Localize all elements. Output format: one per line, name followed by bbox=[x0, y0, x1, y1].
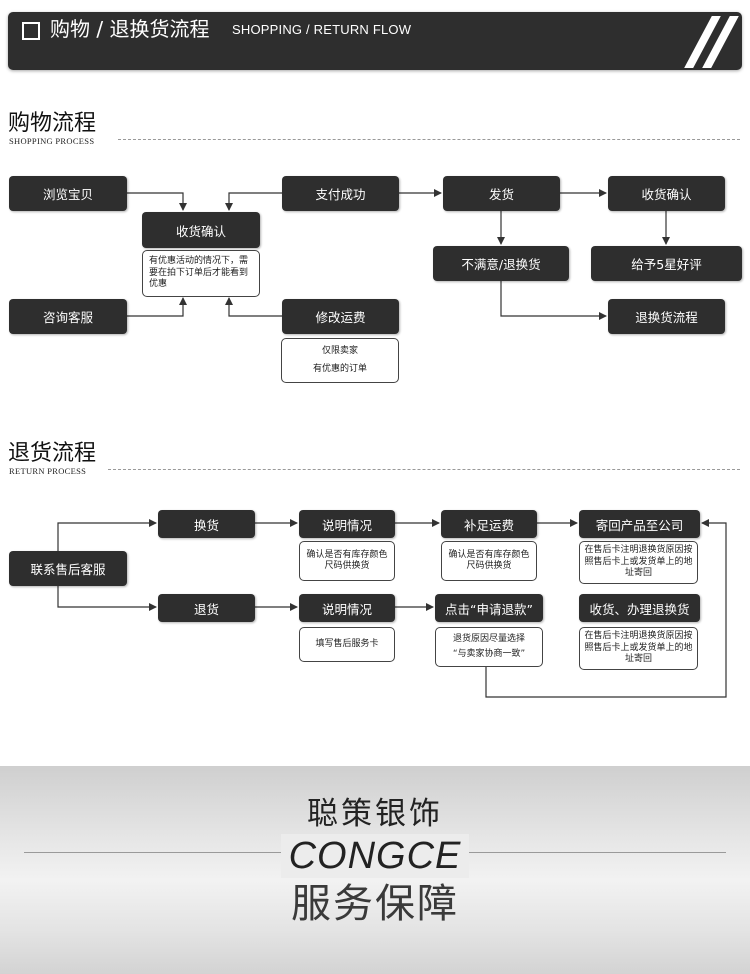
promo-note: 有优惠活动的情况下，需要在拍下订单后才能看到优惠 bbox=[142, 250, 260, 297]
arrow-unsatisfied-to-returnflow bbox=[500, 281, 607, 320]
stock-note-1: 确认是否有库存颜色尺码供换货 bbox=[299, 541, 395, 581]
limit-note-line1: 仅限卖家 bbox=[321, 346, 358, 356]
unsatisfied-box: 不满意/退换货 bbox=[433, 246, 569, 281]
add-fee-box: 补足运费 bbox=[441, 510, 537, 538]
return-section-title: 退货流程 bbox=[8, 441, 97, 466]
pay-success-box: 支付成功 bbox=[282, 176, 399, 211]
square-icon bbox=[22, 22, 40, 40]
shopping-section-title: 购物流程 bbox=[8, 111, 97, 136]
explain-box-1: 说明情况 bbox=[299, 510, 395, 538]
modify-fee-box: 修改运费 bbox=[282, 299, 399, 334]
confirm-receipt-box: 收货确认 bbox=[142, 212, 260, 248]
ship-box: 发货 bbox=[443, 176, 560, 211]
receive-confirm-box: 收货确认 bbox=[608, 176, 725, 211]
brand-cn: 聪策银饰 bbox=[307, 796, 443, 832]
banner-subtitle: SHOPPING / RETURN FLOW bbox=[232, 22, 412, 37]
limit-note: 仅限卖家 有优惠的订单 bbox=[281, 338, 399, 383]
explain-box-2: 说明情况 bbox=[299, 594, 395, 622]
send-back-box: 寄回产品至公司 bbox=[579, 510, 700, 538]
limit-note-line2: 有优惠的订单 bbox=[312, 363, 367, 374]
brand-en-text: CONGCE bbox=[280, 834, 470, 878]
card-address-note-1: 在售后卡注明退换货原因按照售后卡上或发货单上的地址寄回 bbox=[579, 541, 698, 584]
arrow-pay-to-confirm bbox=[225, 192, 282, 211]
arrow-consult-to-note bbox=[127, 297, 187, 317]
arrow-browse-to-confirm bbox=[127, 192, 187, 211]
arrow-contact-to-refund bbox=[57, 586, 157, 611]
fill-card-note: 填写售后服务卡 bbox=[299, 627, 395, 662]
stock-note-2: 确认是否有库存颜色尺码供换货 bbox=[441, 541, 537, 581]
browse-box: 浏览宝贝 bbox=[9, 176, 127, 211]
section-divider bbox=[108, 469, 740, 470]
brand-en: CONGCE bbox=[0, 834, 750, 878]
five-star-box: 给予5星好评 bbox=[591, 246, 742, 281]
refund-box: 退货 bbox=[158, 594, 255, 622]
return-flow-box: 退换货流程 bbox=[608, 299, 725, 334]
arrow-modify-to-note bbox=[225, 297, 282, 317]
card-address-note-2: 在售后卡注明退换货原因按照售后卡上或发货单上的地址寄回 bbox=[579, 627, 698, 670]
arrow-contact-to-exchange bbox=[57, 519, 157, 551]
arrow-note-to-sendback bbox=[485, 519, 727, 698]
consult-box: 咨询客服 bbox=[9, 299, 127, 334]
reason-note-line1: 退货原因尽量选择 bbox=[452, 634, 525, 644]
return-section-subtitle: RETURN PROCESS bbox=[9, 466, 87, 476]
section-divider bbox=[118, 139, 740, 140]
reason-note: 退货原因尽量选择 “与卖家协商一致” bbox=[435, 627, 543, 667]
exchange-box: 换货 bbox=[158, 510, 255, 538]
shopping-section-subtitle: SHOPPING PROCESS bbox=[9, 136, 95, 146]
receive-process-box: 收货、办理退换货 bbox=[579, 594, 700, 622]
reason-note-line2: “与卖家协商一致” bbox=[452, 648, 526, 659]
apply-refund-box: 点击“申请退款” bbox=[435, 594, 543, 622]
contact-service-box: 联系售后客服 bbox=[9, 551, 127, 586]
service-title: 服务保障 bbox=[291, 881, 459, 927]
banner-title: 购物 / 退换货流程 bbox=[50, 17, 210, 41]
header-banner bbox=[8, 12, 742, 70]
